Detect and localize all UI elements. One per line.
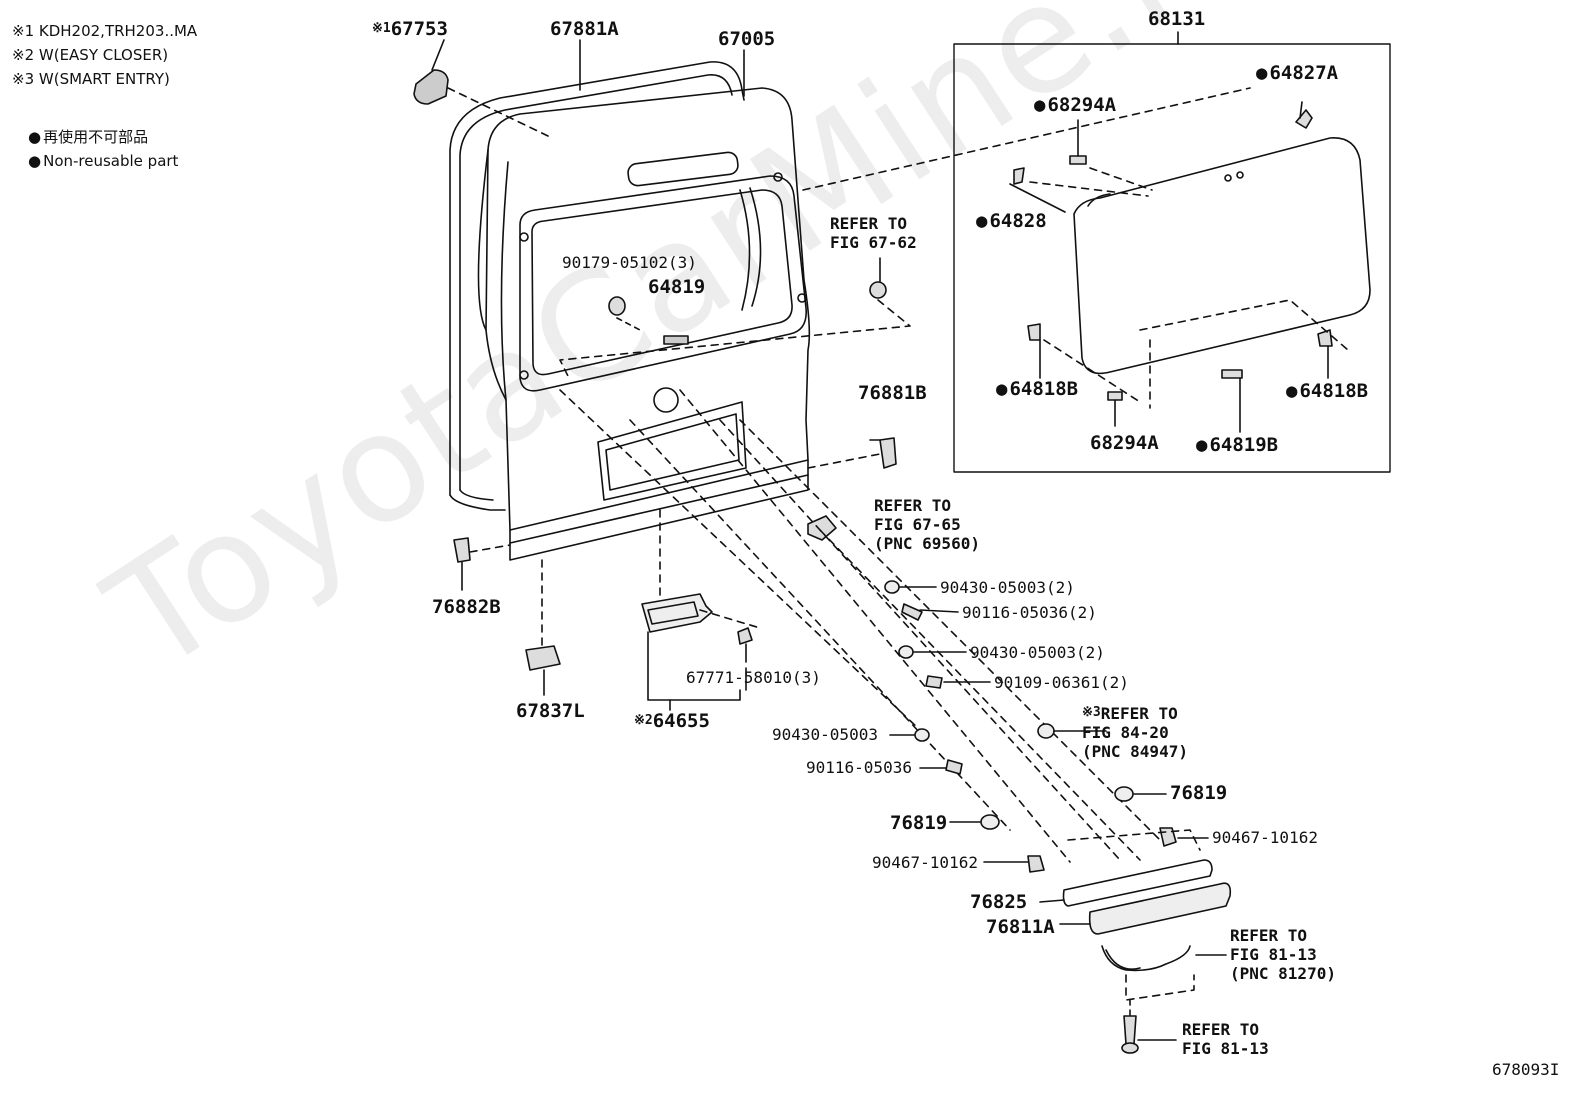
legend-en: Non-reusable part (28, 154, 178, 169)
bolt-90116-a (901, 603, 923, 621)
weatherstrip-67881A (449, 61, 745, 511)
label-67881A: 67881A (550, 18, 619, 40)
nut-90467-left (1027, 855, 1045, 873)
harness-81270 (1101, 945, 1191, 972)
label-90430-05003-b: 90430-05003(2) (970, 643, 1105, 662)
label-76882B: 76882B (432, 596, 501, 618)
label-67771-58010: 67771-58010(3) (686, 668, 821, 687)
label-64818B-right: 64818B (1286, 382, 1368, 401)
label-68131: 68131 (1148, 8, 1206, 30)
ref-fig-84-20: ※3REFER TO FIG 84-20 (PNC 84947) (1082, 704, 1188, 761)
clip-90179 (608, 296, 626, 316)
legend-jp: 再使用不可部品 (28, 130, 148, 145)
label-76825: 76825 (970, 891, 1028, 913)
label-90109-06361: 90109-06361(2) (994, 673, 1129, 692)
figure-id: 678093I (1492, 1060, 1560, 1079)
label-64819: 64819 (648, 276, 706, 298)
grommet-84947 (1037, 723, 1055, 739)
note-3: ※3 W(SMART ENTRY) (12, 70, 170, 88)
label-76819-left: 76819 (890, 812, 948, 834)
note-2: ※2 W(EASY CLOSER) (12, 46, 169, 64)
label-67005: 67005 (718, 28, 776, 50)
ref-fig-67-62: REFER TO FIG 67-62 (830, 214, 917, 252)
washer-90430-c (914, 728, 930, 742)
back-door-glass (1073, 137, 1371, 375)
back-door-panel-67005 (477, 87, 811, 561)
label-64655: ※264655 (634, 710, 710, 732)
label-76819-right: 76819 (1170, 782, 1228, 804)
label-68294A-top: 68294A (1034, 96, 1116, 115)
ref-fig-81-13-b: REFER TO FIG 81-13 (1182, 1020, 1269, 1058)
label-64818B-left: 64818B (996, 380, 1078, 399)
bracket-76882B (453, 537, 471, 563)
box-68131 (953, 43, 1391, 473)
note-1: ※1 KDH202,TRH203..MA (12, 22, 198, 40)
label-64827A: 64827A (1256, 64, 1338, 83)
label-64828: 64828 (976, 212, 1046, 231)
ref-fig-81-13-a: REFER TO FIG 81-13 (PNC 81270) (1230, 926, 1336, 983)
washer-90430-b (898, 645, 914, 659)
screw-81-13 (1121, 1015, 1139, 1054)
label-67753: ※167753 (372, 18, 448, 40)
label-67837L: 67837L (516, 700, 585, 722)
closer-64655 (641, 593, 713, 633)
bracket-76881B (879, 437, 897, 469)
washer-90430-a (884, 580, 900, 594)
label-68294A-bottom: 68294A (1090, 432, 1159, 454)
handle-67837L (525, 645, 561, 671)
label-76881B: 76881B (858, 382, 927, 404)
screw-90109 (925, 675, 943, 689)
pad-64819 (663, 335, 689, 345)
label-90179-05102: 90179-05102(3) (562, 253, 697, 272)
garnish-76825 (1062, 859, 1213, 907)
label-90467-10162-left: 90467-10162 (872, 853, 978, 872)
label-64819B: 64819B (1196, 436, 1278, 455)
label-90116-05036-a: 90116-05036(2) (962, 603, 1097, 622)
garnish-76811A (1088, 882, 1232, 935)
label-90116-05036-b: 90116-05036 (806, 758, 912, 777)
label-76811A: 76811A (986, 916, 1055, 938)
pad-76819-left (980, 814, 1000, 830)
ref-fig-67-65: REFER TO FIG 67-65 (PNC 69560) (874, 496, 980, 553)
bolt-90116-b (945, 759, 963, 775)
label-90467-10162-right: 90467-10162 (1212, 828, 1318, 847)
lock-69560 (807, 515, 837, 541)
label-90430-05003-a: 90430-05003(2) (940, 578, 1075, 597)
pad-76819-right (1114, 786, 1134, 802)
part-67753 (413, 69, 449, 105)
clip-refer-67-62 (869, 281, 887, 299)
label-90430-05003-c: 90430-05003 (772, 725, 878, 744)
